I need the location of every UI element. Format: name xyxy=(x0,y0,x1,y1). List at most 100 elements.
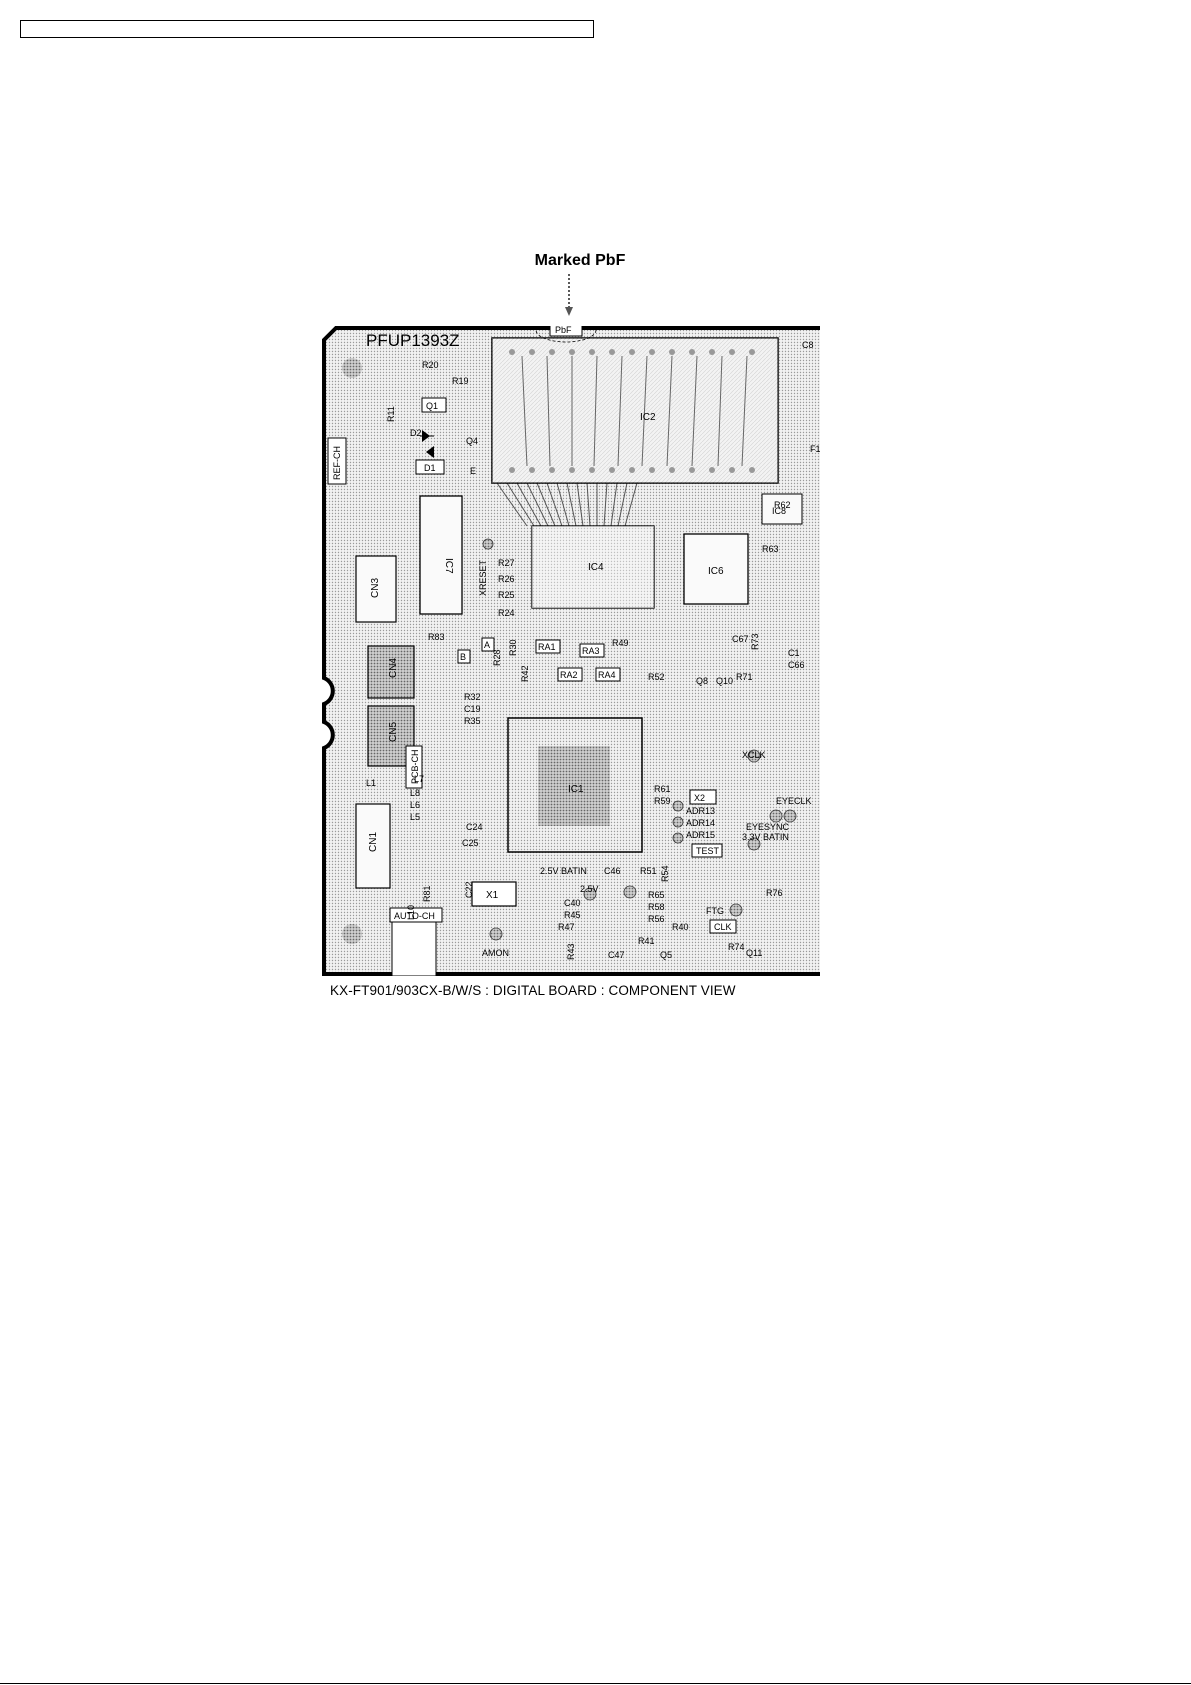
ra1-label: RA1 xyxy=(538,642,556,652)
x2-crystal: X2 xyxy=(694,793,705,803)
svg-text:C25: C25 xyxy=(462,838,479,848)
svg-text:R83: R83 xyxy=(428,632,445,642)
connector-cn1: CN1 xyxy=(355,803,391,889)
ra3-label: RA3 xyxy=(582,646,600,656)
svg-text:R74: R74 xyxy=(728,942,745,952)
svg-text:IC1: IC1 xyxy=(568,784,584,795)
svg-text:R62: R62 xyxy=(774,500,791,510)
ic4-chip: IC4 xyxy=(531,525,655,609)
pbf-tag xyxy=(549,326,583,337)
svg-text:XRESET: XRESET xyxy=(478,559,488,596)
connector-cn3: CN3 xyxy=(355,555,397,623)
pcb-ch-label: PCB-CH xyxy=(410,749,420,784)
svg-text:R28: R28 xyxy=(492,649,502,666)
svg-text:PbF: PbF xyxy=(555,326,572,335)
svg-text:R73: R73 xyxy=(750,633,760,650)
svg-text:C47: C47 xyxy=(608,950,625,960)
svg-text:R59: R59 xyxy=(654,796,671,806)
connector-cn4: CN4 xyxy=(367,645,415,699)
svg-text:CN3: CN3 xyxy=(370,578,381,598)
auto-ch-label: AUTO-CH xyxy=(394,911,435,921)
ic2-chip: IC2 xyxy=(491,337,779,484)
header-box xyxy=(20,20,594,38)
svg-text:R47: R47 xyxy=(558,922,575,932)
svg-text:Q5: Q5 xyxy=(660,950,672,960)
svg-text:C8: C8 xyxy=(802,340,814,350)
svg-text:R49: R49 xyxy=(612,638,629,648)
svg-text:EYECLK: EYECLK xyxy=(776,796,812,806)
svg-text:ADR15: ADR15 xyxy=(686,830,715,840)
figure-caption: KX-FT901/903CX-B/W/S : DIGITAL BOARD : C… xyxy=(330,983,736,998)
svg-text:3.3V BATIN: 3.3V BATIN xyxy=(742,832,789,842)
svg-text:L10: L10 xyxy=(406,905,416,920)
svg-text:IC6: IC6 xyxy=(708,566,724,577)
svg-text:R81: R81 xyxy=(422,885,432,902)
svg-text:R43: R43 xyxy=(566,943,576,960)
svg-text:F1: F1 xyxy=(810,444,820,454)
svg-text:L7: L7 xyxy=(414,774,424,784)
svg-text:Q10: Q10 xyxy=(716,676,733,686)
svg-text:R40: R40 xyxy=(672,922,689,932)
svg-text:2.5V: 2.5V xyxy=(580,884,599,894)
ra4-label: RA4 xyxy=(598,670,616,680)
svg-text:R63: R63 xyxy=(762,544,779,554)
svg-text:R71: R71 xyxy=(736,672,753,682)
ic7-chip: IC7 xyxy=(419,495,463,615)
q1-label: Q1 xyxy=(426,401,438,411)
svg-text:R52: R52 xyxy=(648,672,665,682)
svg-text:2.5V BATIN: 2.5V BATIN xyxy=(540,866,587,876)
svg-text:L5: L5 xyxy=(410,812,420,822)
svg-text:R65: R65 xyxy=(648,890,665,900)
x1-crystal: X1 xyxy=(486,890,499,901)
part-number: PFUP1393Z xyxy=(366,331,460,350)
svg-text:IC7: IC7 xyxy=(443,558,454,574)
svg-text:C66: C66 xyxy=(788,660,805,670)
svg-text:R56: R56 xyxy=(648,914,665,924)
svg-text:C67: C67 xyxy=(732,634,749,644)
svg-text:C40: C40 xyxy=(564,898,581,908)
svg-text:AMON: AMON xyxy=(482,948,509,958)
svg-text:Q11: Q11 xyxy=(746,948,762,958)
svg-text:R32: R32 xyxy=(464,692,481,702)
svg-text:L1: L1 xyxy=(366,778,376,788)
b-label: B xyxy=(460,652,466,662)
svg-text:R42: R42 xyxy=(520,665,530,682)
a-label: A xyxy=(484,640,490,650)
svg-text:C19: C19 xyxy=(464,704,481,714)
svg-text:R58: R58 xyxy=(648,902,665,912)
svg-text:ADR14: ADR14 xyxy=(686,818,715,828)
svg-text:L8: L8 xyxy=(410,788,420,798)
svg-text:R61: R61 xyxy=(654,784,671,794)
ic1-chip: IC1 xyxy=(507,717,643,853)
svg-text:R24: R24 xyxy=(498,608,515,618)
diode-icon xyxy=(420,430,434,458)
svg-text:R41: R41 xyxy=(638,936,655,946)
svg-text:C1: C1 xyxy=(788,648,800,658)
svg-text:R19: R19 xyxy=(452,376,469,386)
svg-text:R26: R26 xyxy=(498,574,515,584)
svg-text:R51: R51 xyxy=(640,866,657,876)
svg-text:EYESYNC: EYESYNC xyxy=(746,822,790,832)
svg-text:FTG: FTG xyxy=(706,906,724,916)
svg-text:C22: C22 xyxy=(464,881,474,898)
svg-text:R35: R35 xyxy=(464,716,481,726)
svg-text:R45: R45 xyxy=(564,910,581,920)
svg-text:CN4: CN4 xyxy=(388,658,399,678)
svg-text:L6: L6 xyxy=(410,800,420,810)
svg-text:R76: R76 xyxy=(766,888,783,898)
marker-arrow-icon xyxy=(565,274,573,316)
svg-text:IC8: IC8 xyxy=(772,506,786,516)
svg-text:R20: R20 xyxy=(422,360,439,370)
ref-ch-label: REF-CH xyxy=(332,446,342,480)
pcb-board: IC2 PbF PFUP1393Z IC4 IC6 IC8 IC7 IC1 CN… xyxy=(322,326,820,976)
test-label: TEST xyxy=(696,846,720,856)
svg-text:R27: R27 xyxy=(498,558,515,568)
d1-label: D1 xyxy=(424,463,436,473)
svg-text:C24: C24 xyxy=(466,822,483,832)
clk-label: CLK xyxy=(714,922,732,932)
marked-pbf-label: Marked PbF xyxy=(534,252,626,269)
svg-text:Q8: Q8 xyxy=(696,676,708,686)
ic6-chip: IC6 xyxy=(683,533,749,605)
ra2-label: RA2 xyxy=(560,670,578,680)
svg-text:D2: D2 xyxy=(410,428,422,438)
